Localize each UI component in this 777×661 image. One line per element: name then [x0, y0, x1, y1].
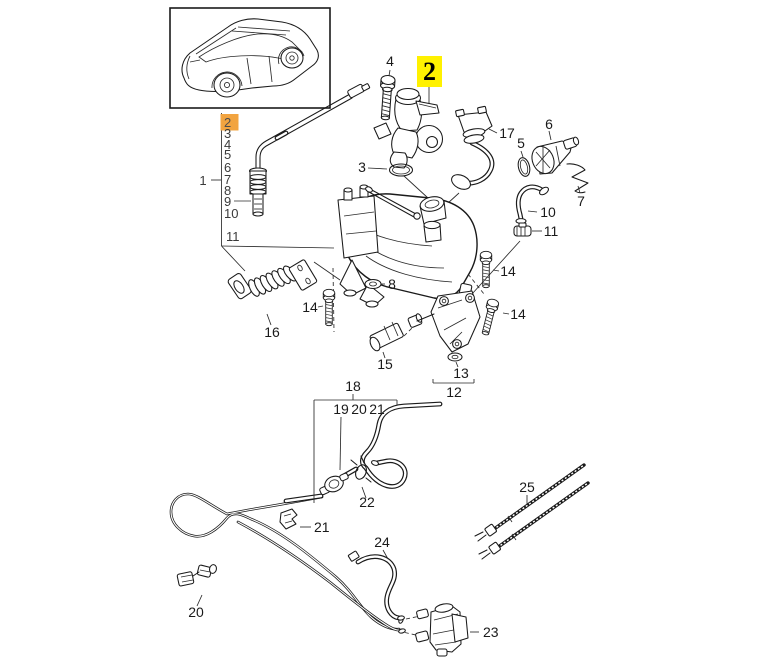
- callout-7[interactable]: 7: [577, 193, 585, 209]
- legend-item-6[interactable]: 6: [224, 160, 231, 175]
- cable-ties-25-drawing: [474, 463, 590, 560]
- legend-item-10[interactable]: 10: [224, 206, 238, 221]
- callout-18[interactable]: 18: [345, 378, 361, 394]
- callout-13[interactable]: 13: [453, 365, 469, 381]
- callout-14-upper-right[interactable]: 14: [500, 263, 516, 279]
- washer-13-drawing: [447, 352, 463, 362]
- bracket-12-drawing: [416, 290, 481, 353]
- clamp-22-drawing: [350, 455, 372, 483]
- legend-item-2[interactable]: 2: [224, 115, 231, 130]
- callout-16[interactable]: 16: [264, 324, 280, 340]
- callout-20-group[interactable]: 20: [351, 401, 367, 417]
- callout-17[interactable]: 17: [499, 125, 515, 141]
- callout-21-group[interactable]: 21: [369, 401, 385, 417]
- vacuum-pipe-assembly-drawing: [169, 492, 406, 634]
- flex-pipe-16-drawing: [227, 259, 318, 300]
- callout-8[interactable]: 8: [388, 276, 396, 292]
- check-valve-19-drawing: [319, 466, 359, 496]
- legend-assembly-label[interactable]: 1: [199, 173, 206, 188]
- washer-8-drawing: [364, 278, 382, 290]
- car-thumbnail: [169, 7, 331, 109]
- callout-5[interactable]: 5: [517, 135, 525, 151]
- callout-2-highlight: [417, 56, 442, 87]
- bolt-14-upper-right-drawing: [479, 250, 493, 289]
- bolt-14-lower-right-drawing: [479, 297, 500, 337]
- clip-20-drawing: [176, 564, 217, 587]
- clip-21-drawing: [279, 508, 298, 530]
- callout-6[interactable]: 6: [545, 116, 553, 132]
- hose-24-drawing: [347, 550, 405, 621]
- spring-clip-7-drawing: [566, 163, 589, 194]
- legend-item-2-highlight: [220, 114, 239, 131]
- callout-14-lower-right[interactable]: 14: [510, 306, 526, 322]
- callout-3[interactable]: 3: [358, 159, 366, 175]
- callout-22[interactable]: 22: [359, 494, 375, 510]
- callout-15[interactable]: 15: [377, 356, 393, 372]
- hose-17-drawing: [451, 105, 495, 190]
- o-ring-3-drawing: [388, 163, 414, 177]
- callout-23[interactable]: 23: [483, 624, 499, 640]
- bolt-4-drawing: [377, 74, 396, 121]
- elbow-pipe-10-drawing: [515, 184, 549, 224]
- vacuum-hose-18-drawing: [359, 401, 443, 489]
- callout-labels: 4 2 3 17 6 5 7 10 11 8 14 16: [188, 53, 585, 640]
- callout-24[interactable]: 24: [374, 534, 390, 550]
- callout-14-left[interactable]: 14: [302, 299, 318, 315]
- sealing-ring-5-drawing: [517, 157, 531, 177]
- spacer-sleeve-15-drawing: [369, 313, 423, 352]
- car-thumbnail-frame: [169, 7, 331, 109]
- callout-20[interactable]: 20: [188, 604, 204, 620]
- legend-item-9[interactable]: 9: [224, 194, 231, 209]
- changeover-valve-23-drawing: [415, 603, 469, 657]
- legend-item-7[interactable]: 7: [224, 172, 231, 187]
- callout-25[interactable]: 25: [519, 479, 535, 495]
- legend-item-3[interactable]: 3: [224, 126, 231, 141]
- car-rear-wheel: [213, 72, 241, 98]
- hose-clamp-11-drawing: [513, 222, 532, 237]
- callout-11[interactable]: 11: [544, 223, 559, 239]
- bolt-14-left-drawing: [322, 288, 336, 327]
- egr-valve-drawing: [373, 87, 444, 169]
- legend: 1 2 3 4 5 6 7 8 9 10 11: [199, 113, 251, 246]
- callout-12[interactable]: 12: [446, 384, 462, 400]
- car-front-wheel: [280, 47, 304, 69]
- connector-6-drawing: [531, 136, 580, 175]
- legend-item-8[interactable]: 8: [224, 183, 231, 198]
- legend-item-11[interactable]: 11: [226, 229, 240, 244]
- callout-4[interactable]: 4: [386, 53, 394, 69]
- callout-21[interactable]: 21: [314, 519, 330, 535]
- callout-10[interactable]: 10: [540, 204, 556, 220]
- callout-2-selected[interactable]: 2: [423, 57, 436, 86]
- egr-cooler-drawing: [337, 184, 478, 308]
- temperature-sensor-drawing: [248, 83, 371, 217]
- legend-item-5[interactable]: 5: [224, 147, 231, 162]
- callout-19[interactable]: 19: [333, 401, 349, 417]
- legend-item-4[interactable]: 4: [224, 137, 231, 152]
